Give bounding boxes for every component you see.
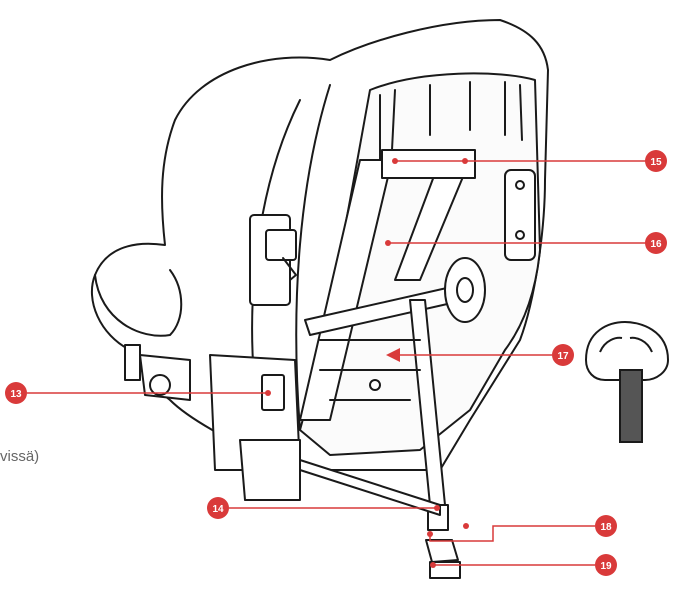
callout-lines — [27, 160, 656, 566]
callout-17: 17 — [552, 344, 574, 366]
svg-text:15: 15 — [650, 157, 662, 168]
callout-15: 15 — [645, 150, 667, 172]
callout-13: 13 — [5, 382, 27, 404]
callout-16: 16 — [645, 232, 667, 254]
harness-buckle-detail — [584, 320, 670, 443]
callout-line-18 — [429, 525, 595, 542]
svg-text:18: 18 — [600, 522, 612, 533]
svg-text:19: 19 — [600, 561, 612, 572]
callout-endpoints — [265, 158, 469, 568]
svg-text:13: 13 — [10, 389, 22, 400]
svg-text:14: 14 — [212, 504, 224, 515]
arrow-head-17 — [386, 348, 400, 362]
callout-19: 19 — [595, 554, 617, 576]
top-bracket — [381, 149, 476, 179]
svg-text:16: 16 — [650, 239, 662, 250]
clipped-caption: vissä) — [0, 448, 40, 465]
svg-text:17: 17 — [557, 351, 569, 362]
callout-14: 14 — [207, 497, 229, 519]
callout-18: 18 — [595, 515, 617, 537]
car-seat-illustration — [90, 19, 549, 579]
